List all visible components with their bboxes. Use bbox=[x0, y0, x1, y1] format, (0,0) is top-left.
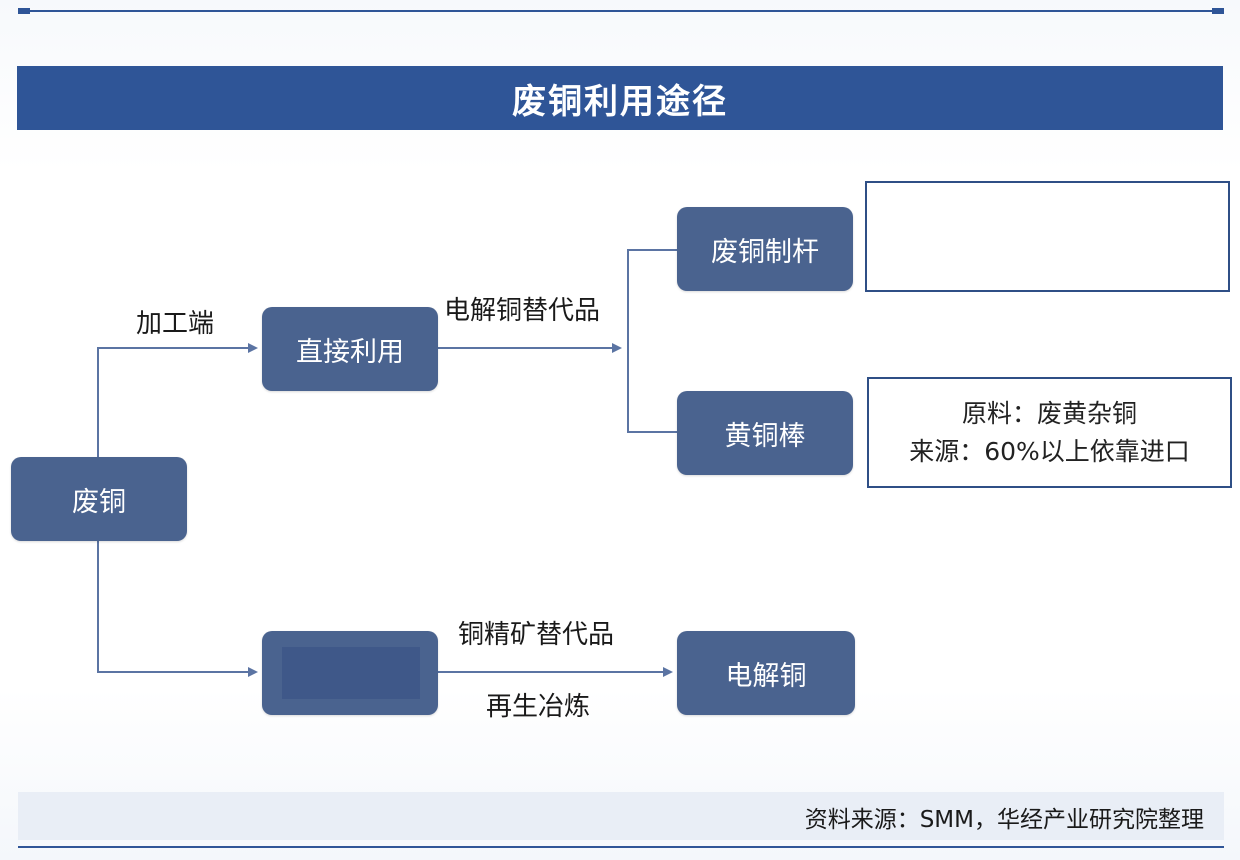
node-brass-rod: 黄铜棒 bbox=[677, 391, 853, 475]
edge-label-electrolytic-substitute: 电解铜替代品 bbox=[444, 296, 601, 326]
title-bar: 废铜利用途径 bbox=[17, 66, 1223, 130]
edge-label-concentrate-substitute: 铜精矿替代品 bbox=[458, 620, 615, 650]
node-scrap-rod: 废铜制杆 bbox=[677, 207, 853, 291]
node-scrap-copper: 废铜 bbox=[11, 457, 187, 541]
node-scrap-rod-label: 废铜制杆 bbox=[711, 236, 819, 268]
node-blank bbox=[262, 631, 438, 715]
edge-label-recycled-smelting: 再生冶炼 bbox=[486, 692, 591, 722]
bottom-rule bbox=[18, 846, 1224, 848]
node-electrolytic-copper-label: 电解铜 bbox=[725, 660, 807, 692]
node-direct-use: 直接利用 bbox=[262, 307, 438, 391]
node-electrolytic-copper: 电解铜 bbox=[677, 631, 855, 715]
node-brass-rod-label: 黄铜棒 bbox=[724, 420, 806, 452]
top-rule bbox=[18, 8, 1224, 14]
note-box-brass: 原料：废黄杂铜 来源：60%以上依靠进口 bbox=[867, 377, 1232, 488]
note-brass-line2: 来源：60%以上依靠进口 bbox=[909, 436, 1190, 466]
source-note: 资料来源：SMM，华经产业研究院整理 bbox=[804, 807, 1204, 833]
node-direct-use-label: 直接利用 bbox=[296, 336, 404, 368]
note-brass-line1: 原料：废黄杂铜 bbox=[961, 398, 1137, 428]
diagram-title: 废铜利用途径 bbox=[512, 81, 728, 122]
node-scrap-copper-label: 废铜 bbox=[72, 486, 126, 518]
source-band bbox=[18, 792, 1224, 840]
node-blank-inner bbox=[282, 647, 420, 699]
edge-label-processing: 加工端 bbox=[136, 309, 215, 339]
note-box-rod bbox=[865, 181, 1230, 292]
